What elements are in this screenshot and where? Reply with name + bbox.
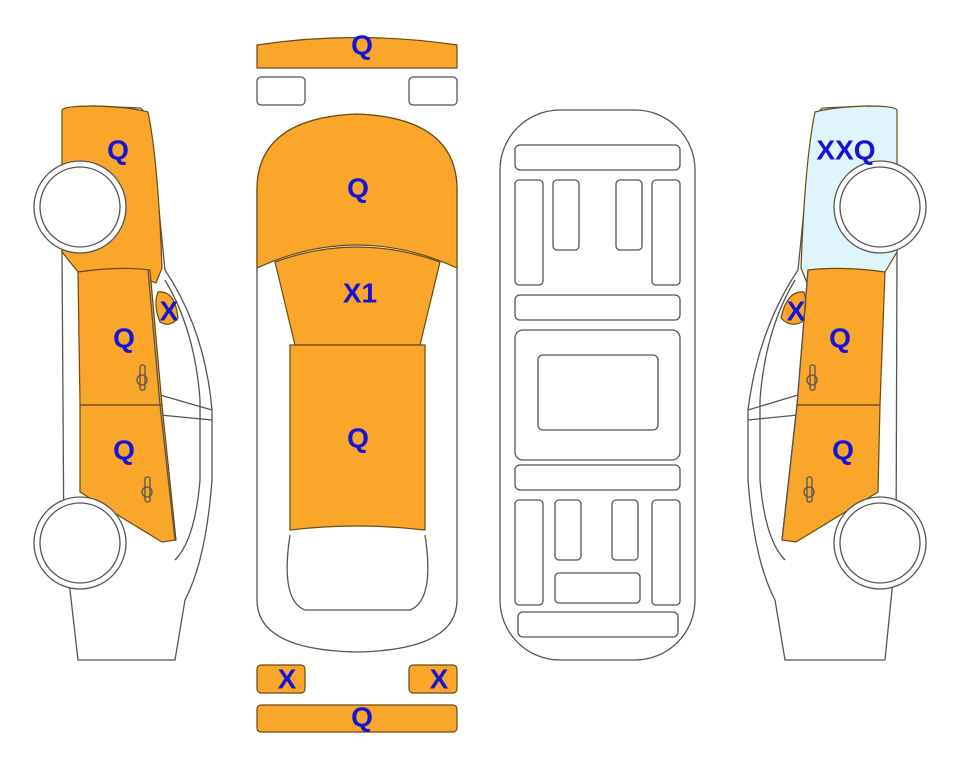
windshield-panel[interactable] (274, 246, 441, 346)
left-front-door-handle-icon (136, 364, 148, 391)
underside-part (514, 499, 544, 606)
left-headlight[interactable] (256, 76, 306, 106)
underside-part (554, 499, 582, 561)
left-window-line (164, 279, 201, 561)
underside-part (514, 144, 681, 171)
right-taillight-label: X (430, 663, 449, 694)
right-headlight[interactable] (408, 76, 458, 106)
underside-part (611, 499, 639, 561)
left-door-divider (147, 269, 176, 541)
underside-outline (499, 109, 696, 661)
right-front-door-handle-icon (806, 364, 818, 391)
hood-panel[interactable] (256, 113, 458, 269)
left-taillight-label: X (278, 663, 297, 694)
left-rear-door-label: Q (113, 434, 135, 465)
top-view: Q Q X1 Q X X Q (256, 29, 458, 733)
right-seat-line (747, 394, 799, 421)
left-mirror-label: X (160, 295, 179, 326)
right-front-door-label: Q (829, 322, 851, 353)
right-window-line (759, 279, 796, 561)
rear-window-outline (286, 534, 429, 611)
underside-part (554, 572, 641, 604)
underside-part (651, 499, 681, 606)
roof-label: Q (347, 422, 369, 453)
left-front-door-panel[interactable] (77, 267, 163, 406)
left-rear-wheel-rim (39, 502, 121, 584)
front-bumper-label: Q (351, 29, 373, 60)
left-front-wheel-rim (39, 166, 121, 248)
left-front-door-label: Q (113, 322, 135, 353)
front-bumper[interactable] (256, 36, 458, 69)
rear-bumper-label: Q (351, 701, 373, 732)
right-rear-door-label: Q (832, 434, 854, 465)
underside-part (514, 329, 681, 461)
underside-part (514, 179, 544, 286)
underside-part (651, 179, 681, 286)
right-taillight[interactable] (408, 664, 458, 694)
rear-bumper[interactable] (256, 704, 458, 733)
underside-part (615, 179, 643, 251)
left-rear-door-handle-icon (141, 476, 153, 503)
roof-panel[interactable] (289, 344, 426, 531)
left-mirror[interactable] (155, 291, 179, 325)
windshield-label: X1 (343, 277, 377, 308)
left-front-fender-label: Q (107, 134, 129, 165)
underside-part (514, 464, 681, 491)
left-side-view: Q X Q Q (33, 105, 213, 661)
right-rear-door-panel[interactable] (781, 404, 881, 543)
left-taillight[interactable] (256, 664, 306, 694)
underside-part (517, 611, 679, 638)
left-rear-door-panel[interactable] (79, 404, 177, 543)
underside-part (537, 354, 659, 431)
right-side-view: XXQ X Q Q (747, 105, 927, 661)
right-rear-wheel-rim (839, 502, 921, 584)
right-door-divider (781, 269, 809, 541)
left-seat-line (159, 394, 213, 421)
right-front-wheel-rim (839, 166, 921, 248)
right-rear-door-handle-icon (803, 476, 815, 503)
underside-part (514, 294, 681, 321)
underside-part (552, 179, 580, 251)
right-mirror-label: X (787, 295, 806, 326)
right-front-fender-label: XXQ (816, 134, 875, 165)
hood-label: Q (347, 172, 369, 203)
underside-view (499, 109, 696, 661)
